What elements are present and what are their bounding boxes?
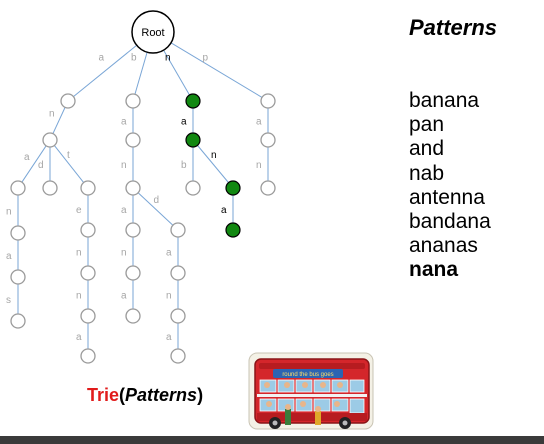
bottom-bar: [0, 436, 544, 444]
trie-node: [60, 93, 76, 109]
trie-edge-label: a: [166, 332, 172, 343]
trie-edge: [134, 52, 148, 95]
trie-edge-label: a: [99, 53, 105, 64]
pattern-item: pan: [409, 113, 445, 137]
trie-edge-label: d: [154, 195, 160, 206]
trie-edge-label: p: [203, 53, 209, 64]
trie-edge-label: a: [121, 117, 127, 128]
pattern-item: bandana: [409, 210, 491, 234]
trie-edge-label: n: [121, 248, 127, 259]
trie-edge-label: e: [76, 205, 82, 216]
trie-node: [260, 180, 276, 196]
pattern-item: nab: [409, 161, 445, 185]
trie-node: [260, 132, 276, 148]
double-decker-bus-icon: round the bus goes: [248, 352, 374, 430]
pattern-item: nana: [409, 258, 459, 282]
trie-node: [125, 308, 141, 324]
trie-node: [185, 180, 201, 196]
trie-root-label: Root: [141, 27, 164, 39]
trie-node: [170, 348, 186, 364]
trie-edge-label: a: [24, 152, 30, 163]
trie-node: [125, 132, 141, 148]
trie-node: [80, 265, 96, 281]
trie-node: [170, 265, 186, 281]
trie-node: [42, 132, 58, 148]
trie-node: [80, 180, 96, 196]
trie-edge-label: a: [121, 205, 127, 216]
trie-edge-label: t: [67, 150, 70, 161]
trie-caption: Trie(Patterns): [87, 385, 203, 406]
trie-edge-label: s: [6, 295, 11, 306]
trie-node: [10, 269, 26, 285]
trie-edge-label: n: [76, 248, 82, 259]
trie-edge-label: n: [49, 109, 55, 120]
trie-edge-label: a: [221, 205, 227, 216]
trie-edge-label: n: [256, 160, 262, 171]
bus-banner-text: round the bus goes: [282, 372, 333, 378]
trie-node: [125, 93, 141, 109]
trie-edge-label: n: [166, 291, 172, 302]
patterns-title: Patterns: [409, 15, 498, 40]
caption-patterns-word: Patterns: [125, 385, 198, 405]
trie-node: [80, 308, 96, 324]
trie-edge-label: n: [6, 207, 12, 218]
pattern-item: banana: [409, 89, 480, 112]
trie-node: [42, 180, 58, 196]
trie-edge: [137, 192, 174, 226]
trie-node: [80, 348, 96, 364]
trie-node: [125, 222, 141, 238]
trie-node: [10, 313, 26, 329]
trie-node-highlighted: [225, 180, 241, 196]
trie-edge-label: b: [181, 160, 187, 171]
trie-edge: [21, 145, 47, 183]
trie-edge-label: b: [131, 53, 137, 64]
caption-open-paren: (: [119, 385, 126, 405]
trie-node-highlighted: [185, 93, 201, 109]
trie-edge: [170, 42, 263, 98]
trie-edge: [163, 49, 190, 96]
trie-edge-label: n: [211, 150, 217, 161]
caption-close-paren: ): [197, 385, 204, 405]
trie-root-node: [131, 10, 175, 54]
trie-edge: [52, 107, 66, 134]
trie-edge-label: a: [256, 117, 262, 128]
trie-node: [260, 93, 276, 109]
trie-edge: [53, 145, 85, 183]
trie-edge-label: n: [165, 53, 171, 64]
trie-node: [170, 308, 186, 324]
trie-edge-label: a: [166, 248, 172, 259]
trie-node-highlighted: [225, 222, 241, 238]
trie-edge: [197, 145, 229, 183]
trie-node-highlighted: [185, 132, 201, 148]
trie-edge-label: n: [121, 160, 127, 171]
trie-edges: [17, 42, 269, 349]
trie-node: [125, 180, 141, 196]
pattern-item: antenna: [409, 185, 485, 209]
trie-node: [125, 265, 141, 281]
pattern-item: and: [409, 137, 445, 161]
caption-trie-word: Trie: [87, 385, 120, 405]
trie-edge-label: d: [38, 160, 44, 171]
trie-edge-label: a: [76, 332, 82, 343]
trie-edge-label: a: [121, 291, 127, 302]
trie-node: [80, 222, 96, 238]
pattern-item: ananas: [409, 234, 478, 258]
trie-node: [10, 225, 26, 241]
trie-edge-label: a: [6, 251, 12, 262]
trie-nodes: Root: [10, 10, 276, 364]
trie-edge-label: a: [181, 117, 187, 128]
trie-edge-label: n: [76, 291, 82, 302]
trie-edge: [73, 44, 138, 97]
trie-node: [10, 180, 26, 196]
trie-node: [170, 222, 186, 238]
